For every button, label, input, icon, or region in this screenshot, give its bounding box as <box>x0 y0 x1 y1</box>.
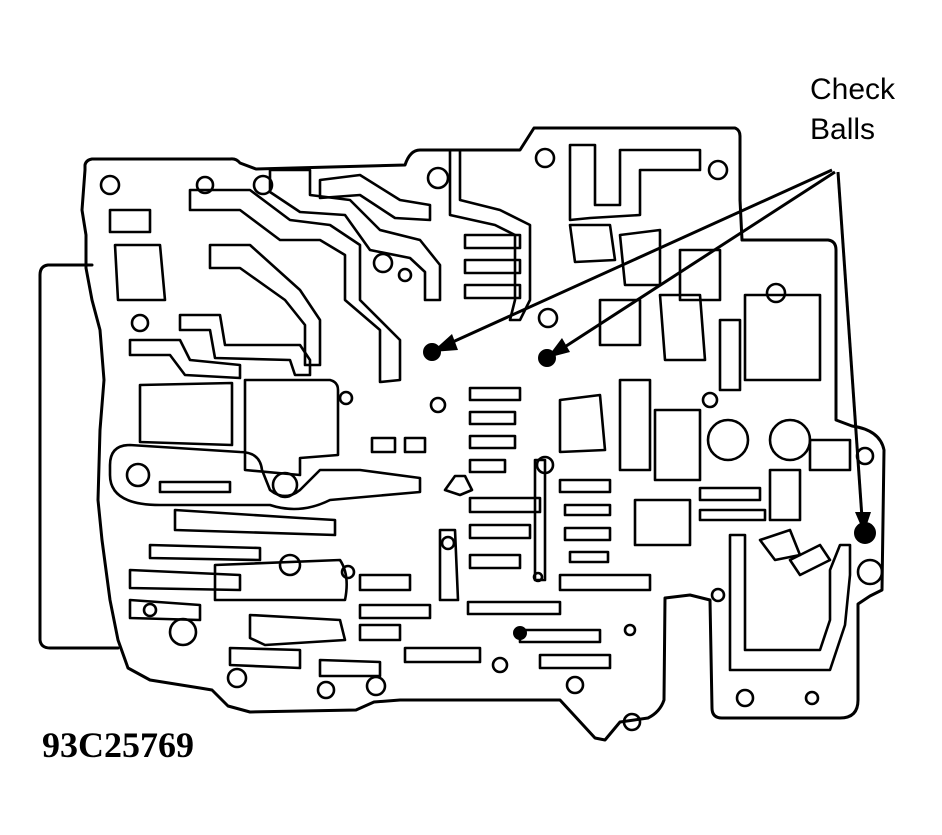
right-chamber <box>698 486 762 502</box>
right-chamber <box>678 248 722 302</box>
right-chamber <box>633 498 692 547</box>
passage <box>358 603 432 620</box>
right-chamber <box>658 293 707 362</box>
left-chamber <box>138 381 234 447</box>
right-chamber <box>718 318 742 392</box>
upper-passage <box>128 338 242 380</box>
passage <box>108 443 422 511</box>
lower-passage <box>438 528 460 602</box>
figure-code: 93C25769 <box>42 725 194 765</box>
upper-passage <box>268 168 442 302</box>
right-chamber <box>618 378 652 472</box>
upper-passage <box>178 313 312 377</box>
passage <box>148 543 262 562</box>
right-chamber <box>808 438 852 472</box>
plate-outline <box>80 126 886 742</box>
right-chamber <box>568 223 617 264</box>
upper-left-chamber <box>113 243 167 302</box>
upper-passage <box>318 173 432 222</box>
callout-arrows <box>432 168 871 533</box>
passage <box>173 508 337 537</box>
lower-passage <box>533 458 547 582</box>
passage <box>318 658 382 678</box>
bolt-holes <box>99 147 884 732</box>
passage <box>128 598 202 622</box>
passage <box>358 623 402 642</box>
upper-passage <box>208 243 322 367</box>
passage <box>358 573 412 592</box>
passage <box>403 646 482 664</box>
passage <box>158 480 232 494</box>
callout-label-check: Check <box>810 73 896 106</box>
check-ball-4 <box>513 626 527 640</box>
right-chamber <box>598 298 642 347</box>
right-chamber <box>768 468 802 522</box>
right-chamber <box>558 573 652 592</box>
callout-label-balls: Balls <box>810 113 876 146</box>
passage <box>213 558 348 602</box>
right-passage <box>728 533 852 672</box>
right-chamber <box>698 508 767 522</box>
passage <box>248 613 347 647</box>
right-chamber <box>558 393 607 454</box>
upper-passage <box>448 148 532 322</box>
upper-passage <box>188 188 402 384</box>
passage <box>128 568 242 592</box>
left-frame <box>38 263 120 650</box>
center-slots <box>370 233 612 670</box>
right-chamber <box>653 408 702 482</box>
triangle-orifice <box>443 474 474 497</box>
passage <box>228 646 302 670</box>
upper-left-chamber-2 <box>108 208 152 234</box>
center-chamber <box>243 378 340 477</box>
right-chamber <box>568 143 702 222</box>
right-passage <box>758 528 802 562</box>
right-chamber <box>743 293 822 382</box>
right-passage <box>788 543 832 577</box>
